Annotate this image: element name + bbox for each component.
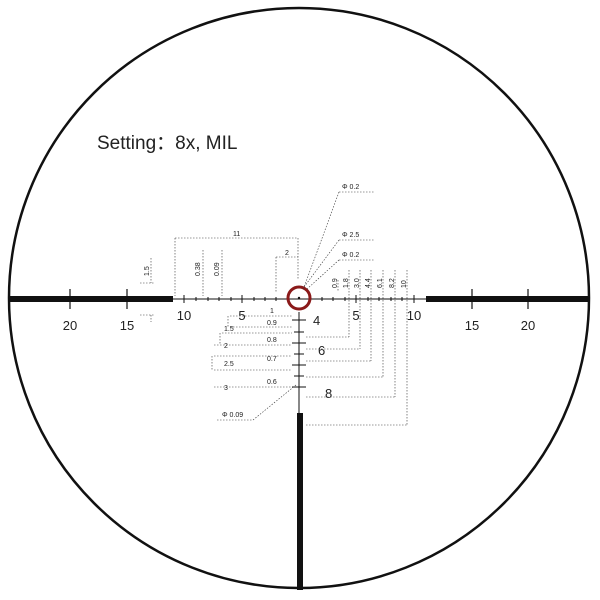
dim-1-5: 1.5 <box>144 266 151 276</box>
dim-l-0-9: 0.9 <box>267 320 277 327</box>
center-ring <box>286 285 312 311</box>
dim-2: 2 <box>285 250 289 257</box>
label-vertical-8: 8 <box>325 386 332 401</box>
center-dot <box>297 296 301 300</box>
label-right-20: 20 <box>521 318 535 333</box>
dim-r-3-0: 3.0 <box>354 278 361 288</box>
setting-prefix: Setting： <box>97 133 176 154</box>
dimension-lines: 11 2 1.5 0.38 0.09 Φ 0.2 Φ 2.5 Φ 0.2 Φ 0… <box>140 184 408 426</box>
label-right-10: 10 <box>407 308 421 323</box>
dim-l-1-5: 1.5 <box>224 326 234 333</box>
dim-r-6-1: 6.1 <box>377 278 384 288</box>
dim-0-09: 0.09 <box>214 262 221 276</box>
dim-r-4-4: 4.4 <box>365 278 372 288</box>
right-post <box>426 296 588 302</box>
label-left-10: 10 <box>177 308 191 323</box>
label-left-5: 5 <box>238 308 245 323</box>
dim-r-8-2: 8.2 <box>389 278 396 288</box>
bottom-post <box>297 413 303 590</box>
dim-r-0-9: 0.9 <box>332 278 339 288</box>
label-left-20: 20 <box>63 318 77 333</box>
dim-l-0-6: 0.6 <box>267 379 277 386</box>
dim-0-38: 0.38 <box>195 262 202 276</box>
dim-l-0-8: 0.8 <box>267 337 277 344</box>
label-right-5: 5 <box>352 308 359 323</box>
fine-ticks <box>183 295 415 388</box>
dim-l-2-5: 2.5 <box>224 361 234 368</box>
dim-11: 11 <box>233 231 240 238</box>
label-left-15: 15 <box>120 318 134 333</box>
label-right-15: 15 <box>465 318 479 333</box>
setting-value: 8x, MIL <box>175 133 238 154</box>
dim-r-1-8: 1.8 <box>343 278 350 288</box>
left-post <box>10 296 173 302</box>
dim-l-0-7: 0.7 <box>267 356 277 363</box>
dim-phi-0-2-mid: Φ 0.2 <box>342 252 359 259</box>
dim-phi-0-09: Φ 0.09 <box>222 412 243 419</box>
dim-phi-2-5: Φ 2.5 <box>342 232 359 239</box>
dim-phi-0-2-top: Φ 0.2 <box>342 184 359 191</box>
label-vertical-4: 4 <box>313 313 320 328</box>
dim-l-2: 2 <box>224 343 228 350</box>
label-vertical-6: 6 <box>318 343 325 358</box>
setting-label: Setting：8x, MIL <box>97 128 237 155</box>
dim-l-1: 1 <box>270 308 274 315</box>
dim-r-10: 10 <box>401 280 408 288</box>
dim-l-3: 3 <box>224 385 228 392</box>
